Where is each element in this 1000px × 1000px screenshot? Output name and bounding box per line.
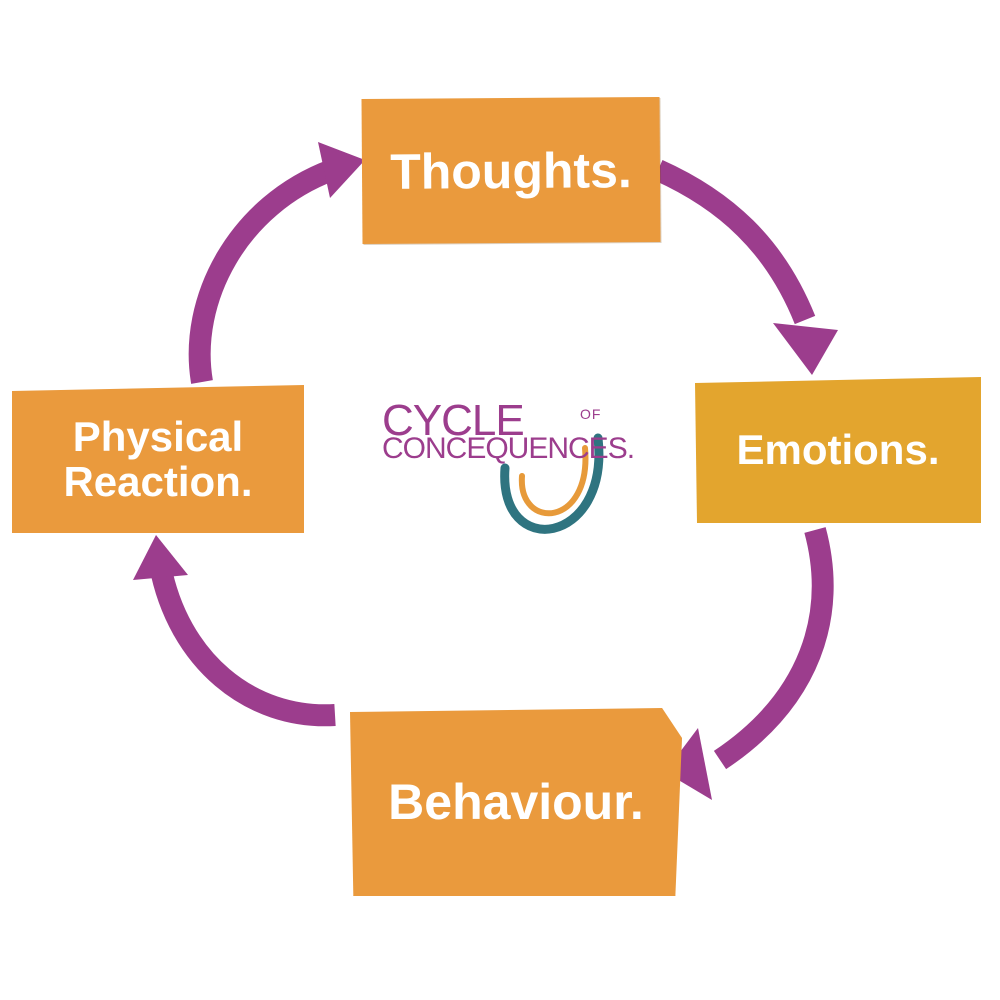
- logo-title-line1: CYCLE: [382, 396, 525, 445]
- node-thoughts-label: Thoughts.: [389, 141, 632, 200]
- arrow-emotions-to-behaviour: [713, 527, 834, 770]
- node-emotions: Emotions.: [695, 377, 981, 523]
- logo-arcs-icon: [500, 433, 604, 534]
- arrowhead-emotions: [773, 323, 838, 375]
- arrowhead-thoughts: [318, 142, 365, 198]
- arrowhead-behaviour: [665, 728, 712, 800]
- node-behaviour: Behaviour.: [350, 708, 682, 896]
- arrow-physical-to-thoughts: [188, 159, 336, 384]
- cycle-logo: CYCLE OF CONCEQUENCES.: [380, 396, 650, 586]
- node-physical-label-line1: Physical: [72, 412, 244, 460]
- node-emotions-label: Emotions.: [736, 426, 940, 474]
- arrow-thoughts-to-emotions: [653, 159, 816, 325]
- logo-title-of: OF: [580, 406, 602, 422]
- arrowhead-physical: [133, 535, 188, 580]
- node-physical-label-line2: Reaction.: [63, 458, 253, 505]
- arrow-behaviour-to-physical: [149, 562, 336, 727]
- node-physical-reaction: Physical Reaction.: [12, 385, 304, 533]
- node-thoughts: Thoughts.: [361, 96, 661, 245]
- node-behaviour-label: Behaviour.: [388, 774, 644, 830]
- logo-title-line2: CONCEQUENCES.: [382, 432, 635, 465]
